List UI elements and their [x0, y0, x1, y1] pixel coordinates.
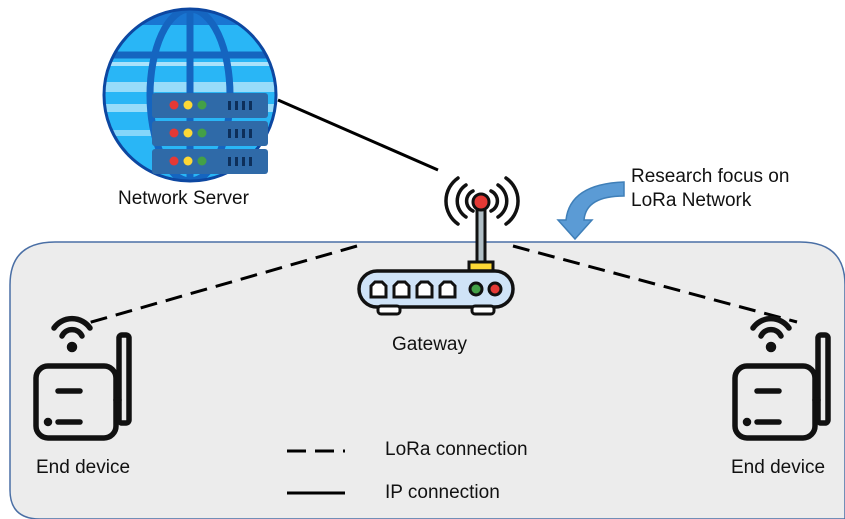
research-focus-line2: LoRa Network [631, 190, 752, 211]
end-device-right-label: End device [731, 457, 826, 478]
iot-device-icon-right [732, 315, 831, 441]
gateway-label: Gateway [392, 334, 467, 355]
wifi-signal-icon [444, 176, 520, 226]
ip-connection-line [277, 98, 439, 172]
research-focus-line1: Research focus on [631, 166, 790, 187]
legend-ip-label: IP connection [385, 482, 500, 503]
network-server-label: Network Server [118, 188, 249, 209]
router-icon [357, 176, 520, 316]
end-device-left-label: End device [36, 457, 131, 478]
server-rack-icon [152, 93, 268, 174]
lora-connection-left [87, 244, 358, 325]
curved-arrow-icon [556, 181, 625, 241]
lora-connection-right [512, 244, 798, 324]
research-focus-annotation: Research focus on LoRa Network [631, 165, 789, 213]
legend-lora-label: LoRa connection [385, 439, 528, 460]
iot-device-icon [33, 315, 132, 441]
lora-network-region [9, 241, 845, 519]
